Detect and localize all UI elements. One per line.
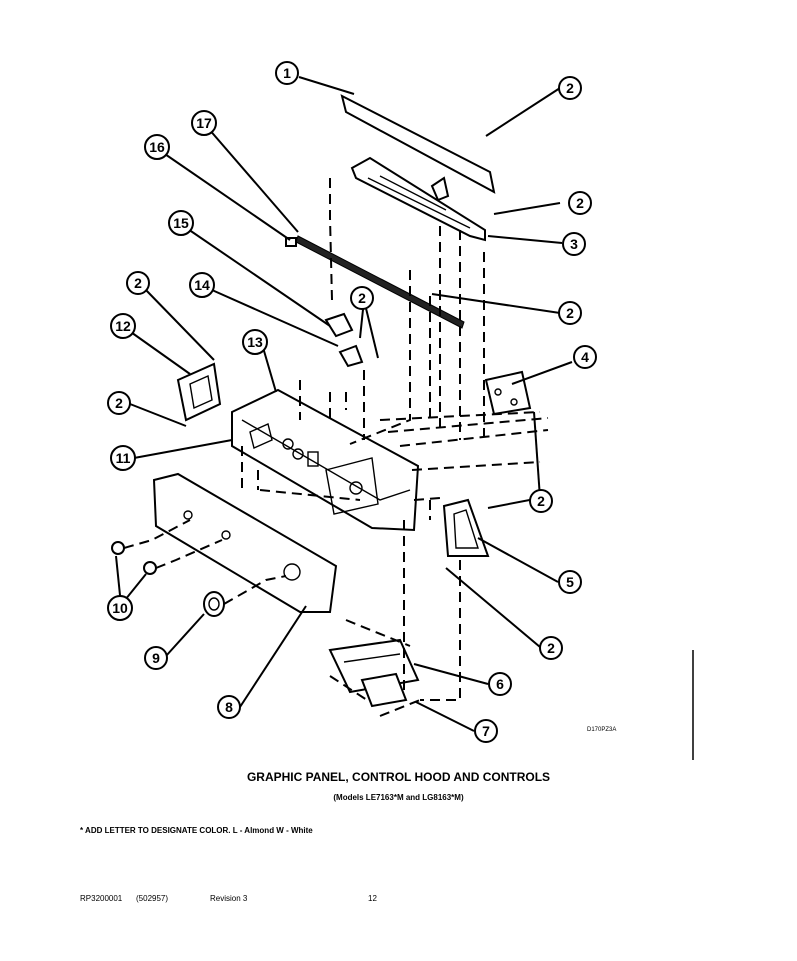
callout-label: 7 <box>482 723 490 739</box>
callout-label: 9 <box>152 650 160 666</box>
color-note: * ADD LETTER TO DESIGNATE COLOR. L - Alm… <box>80 826 313 835</box>
callout-2d: 2 <box>529 489 553 513</box>
callout-label: 2 <box>115 395 123 411</box>
callout-label: 17 <box>196 115 212 131</box>
callout-label: 10 <box>112 600 128 616</box>
callout-label: 2 <box>566 80 574 96</box>
callout-3: 3 <box>562 232 586 256</box>
part-right-bracket <box>484 370 532 416</box>
callout-2g: 2 <box>107 391 131 415</box>
part-right-end-cap <box>442 498 490 557</box>
callout-1: 1 <box>275 61 299 85</box>
callout-label: 2 <box>134 275 142 291</box>
callout-2b: 2 <box>568 191 592 215</box>
callout-label: 6 <box>496 676 504 692</box>
callout-11: 11 <box>110 445 136 471</box>
part-long-rod <box>285 235 465 329</box>
callout-label: 2 <box>358 290 366 306</box>
diagram-subtitle: (Models LE7163*M and LG8163*M) <box>333 793 464 802</box>
part-left-end-cap <box>176 362 222 422</box>
part-top-bracket <box>350 156 486 242</box>
callout-2f: 2 <box>126 271 150 295</box>
part-control-hood <box>231 388 420 532</box>
callout-12: 12 <box>110 313 136 339</box>
part-lower-switches <box>328 638 420 708</box>
callout-label: 11 <box>116 450 131 466</box>
callout-9: 9 <box>144 646 168 670</box>
callout-2c: 2 <box>558 301 582 325</box>
callout-label: 14 <box>194 277 210 293</box>
assembly-dashed-lines <box>123 178 549 717</box>
callout-2h: 2 <box>350 286 374 310</box>
drawing-reference: D170PZ3A <box>587 727 617 733</box>
callout-10: 10 <box>107 595 133 621</box>
callout-label: 16 <box>149 139 165 155</box>
part-clips <box>324 312 364 368</box>
callout-label: 2 <box>537 493 545 509</box>
callout-label: 1 <box>283 65 291 81</box>
callout-2a: 2 <box>558 76 582 100</box>
callout-13: 13 <box>242 329 268 355</box>
callout-label: 15 <box>173 215 189 231</box>
footer-page-number: 12 <box>368 894 377 903</box>
callout-2e: 2 <box>539 636 563 660</box>
callout-label: 12 <box>115 318 131 334</box>
footer-revision: Revision 3 <box>210 894 248 903</box>
callout-label: 3 <box>570 236 578 252</box>
callout-label: 2 <box>566 305 574 321</box>
callout-label: 8 <box>225 699 233 715</box>
callout-4: 4 <box>573 345 597 369</box>
leader-lines <box>115 76 573 732</box>
callout-label: 2 <box>576 195 584 211</box>
callout-5: 5 <box>558 570 582 594</box>
footer-doc-number: RP3200001 <box>80 894 123 903</box>
callout-14: 14 <box>189 272 215 298</box>
part-timer-knob <box>203 591 225 617</box>
part-graphic-panel <box>152 472 338 613</box>
callout-7: 7 <box>474 719 498 743</box>
callout-6: 6 <box>488 672 512 696</box>
callout-label: 2 <box>547 640 555 656</box>
callout-label: 4 <box>581 349 589 365</box>
callout-15: 15 <box>168 210 194 236</box>
part-top-trim <box>340 94 496 194</box>
callout-8: 8 <box>217 695 241 719</box>
callout-16: 16 <box>144 134 170 160</box>
diagram-title: GRAPHIC PANEL, CONTROL HOOD AND CONTROLS <box>246 770 551 784</box>
footer-part-number: (502957) <box>136 894 169 903</box>
callout-label: 13 <box>247 334 263 350</box>
part-knobs <box>111 541 157 575</box>
callout-label: 5 <box>566 574 574 590</box>
callout-17: 17 <box>191 110 217 136</box>
